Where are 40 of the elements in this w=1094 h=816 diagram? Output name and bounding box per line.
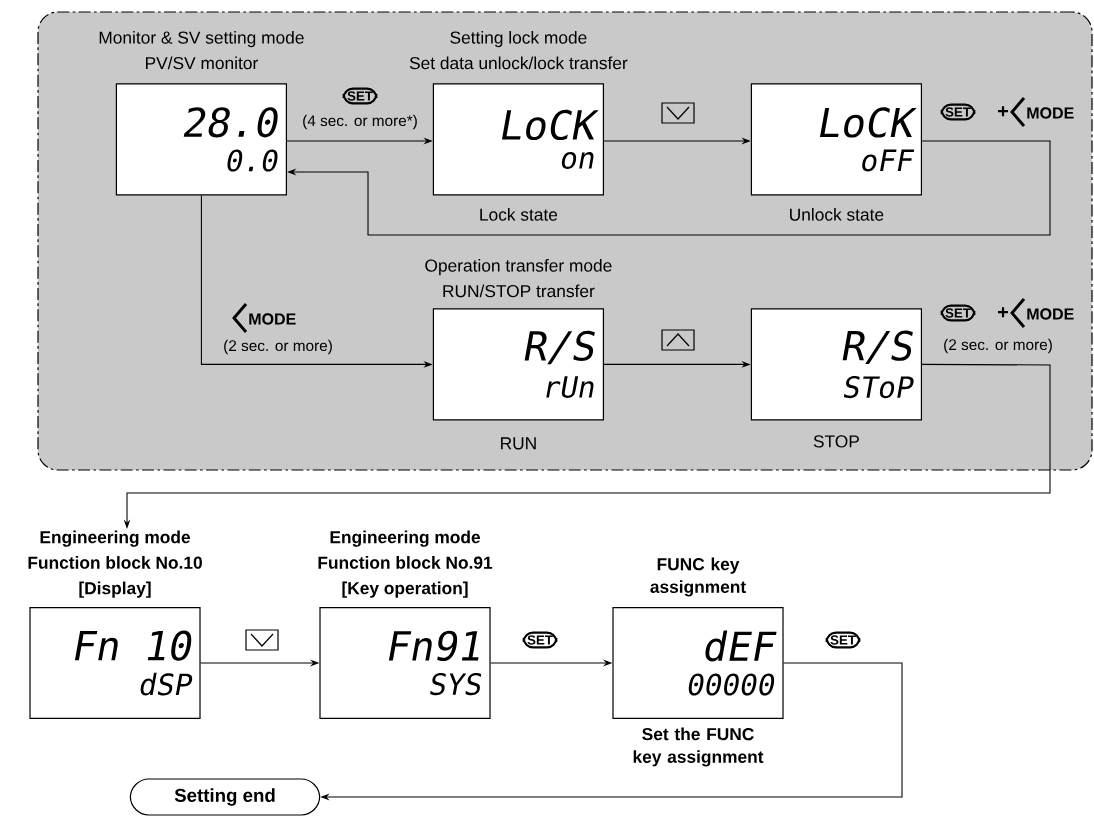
heading-text: PV/SV monitor xyxy=(146,56,258,70)
display-box: LoCK on xyxy=(432,83,604,196)
mode-key: MODE xyxy=(1010,97,1074,127)
mode-key: MODE xyxy=(1010,298,1074,328)
heading-text: RUN/STOP transfer xyxy=(443,284,595,298)
heading-text: FUNC key assignment xyxy=(650,557,746,597)
terminator: Setting end xyxy=(129,778,321,816)
heading-text: Function block No.10 xyxy=(28,556,202,569)
heading-text: Monitor & SV setting mode xyxy=(99,31,304,48)
set-key: SET xyxy=(940,304,976,322)
display-box: R/S rUn xyxy=(432,308,604,421)
heading-text: Function block No.91 xyxy=(318,556,493,569)
heading-text: Engineering mode xyxy=(330,530,480,547)
caption-text: Unlock state xyxy=(790,208,884,221)
set-key: SET xyxy=(342,87,378,105)
set-key: SET xyxy=(940,103,976,121)
plus-sign: + xyxy=(998,307,1009,318)
caption-text: STOP xyxy=(813,435,859,448)
caption-text: Lock state xyxy=(480,208,558,221)
set-key: SET xyxy=(522,631,558,649)
heading-text: Set data unlock/lock transfer xyxy=(409,56,628,70)
heading-text: Setting lock mode xyxy=(450,31,587,48)
heading-text: [Display] xyxy=(79,581,151,598)
caption-text: Set the FUNC key assignment xyxy=(633,727,764,767)
edge-label: (2 sec. or more) xyxy=(224,339,332,355)
heading-text: [Key operation] xyxy=(342,581,468,598)
caption-text: RUN xyxy=(501,437,536,450)
display-box: Fn 10 dSP xyxy=(29,606,201,720)
edge-label: (4 sec. or more*) xyxy=(303,114,417,130)
mode-key: MODE xyxy=(232,303,296,333)
display-box: Fn91 SYS xyxy=(319,606,491,720)
display-box: R/S SToP xyxy=(750,308,922,421)
edge-label: (2 sec. or more) xyxy=(944,338,1052,354)
display-box: 28.0 0.0 xyxy=(115,83,287,196)
set-key: SET xyxy=(825,631,861,649)
plus-sign: + xyxy=(998,106,1009,117)
heading-text: Operation transfer mode xyxy=(425,259,612,276)
display-box: dEF 00000 xyxy=(612,606,784,720)
heading-text: Engineering mode xyxy=(40,530,190,547)
display-box: LoCK oFF xyxy=(750,83,922,196)
